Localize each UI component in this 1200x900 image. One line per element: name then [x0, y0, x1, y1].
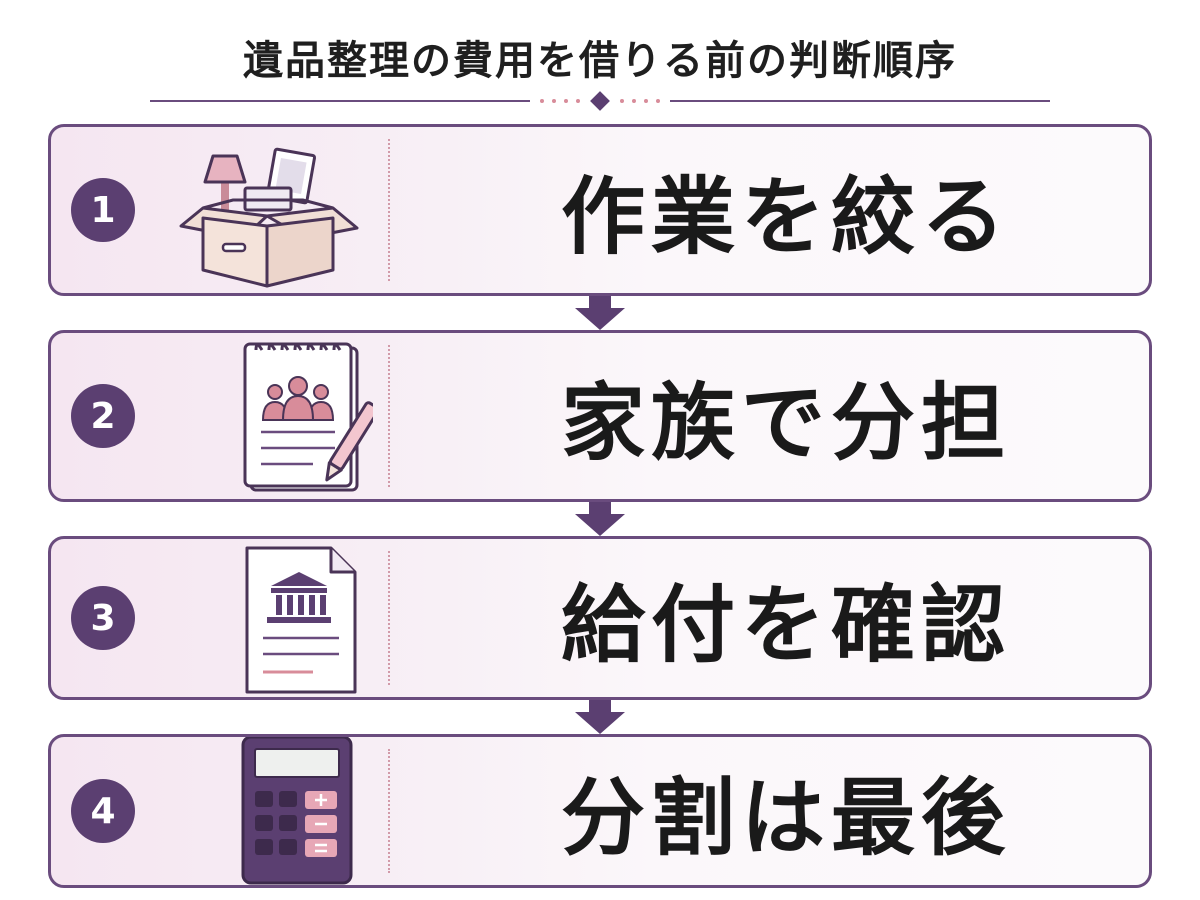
moving-box-icon — [163, 130, 373, 290]
step-number-badge: 1 — [71, 178, 135, 242]
step-3-card: 3 給付を確認 — [48, 536, 1152, 700]
step-label: 家族で分担 — [560, 373, 1011, 472]
step-separator — [388, 749, 390, 873]
step-separator — [388, 139, 390, 281]
step-label: 給付を確認 — [560, 575, 1011, 674]
step-number-badge: 4 — [71, 779, 135, 843]
step-number-badge: 3 — [71, 586, 135, 650]
title-divider — [150, 86, 1050, 116]
calculator-icon — [163, 737, 373, 885]
step-separator — [388, 345, 390, 487]
step-number-badge: 2 — [71, 384, 135, 448]
page-title: 遺品整理の費用を借りる前の判断順序 — [243, 38, 957, 84]
government-document-icon — [163, 539, 373, 697]
down-arrow-icon — [573, 296, 627, 332]
step-label: 分割は最後 — [560, 768, 1011, 867]
down-arrow-icon — [573, 502, 627, 538]
step-4-card: 4 — [48, 734, 1152, 888]
step-2-card: 2 — [48, 330, 1152, 502]
step-1-card: 1 作業を — [48, 124, 1152, 296]
step-label: 作業を絞る — [560, 167, 1011, 266]
family-notepad-icon — [163, 336, 373, 496]
down-arrow-icon — [573, 700, 627, 736]
step-separator — [388, 551, 390, 685]
